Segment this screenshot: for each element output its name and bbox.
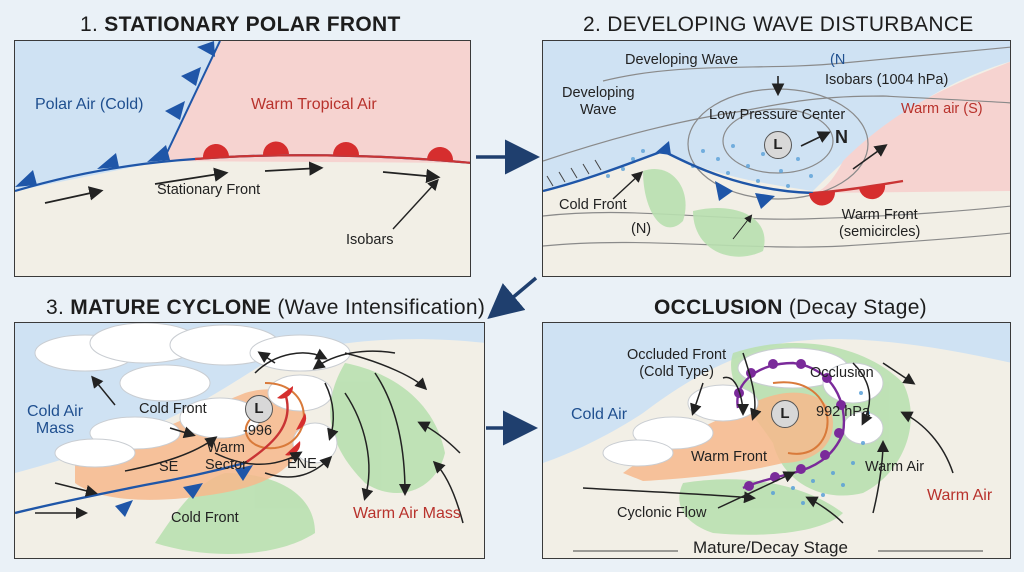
panel-2-number: 2.	[583, 13, 602, 36]
panel-3-title: 3. MATURE CYCLONE (Wave Intensification)	[46, 296, 485, 320]
developing-wave-left-label: Developing Wave	[562, 85, 635, 118]
cold-air-mass-label: Cold Air Mass	[27, 403, 84, 437]
stationary-front-label: Stationary Front	[157, 182, 261, 198]
panel-developing-wave: Developing Wave (N Isobars (1004 hPa) De…	[542, 40, 1011, 277]
north-top-label: (N	[830, 52, 846, 68]
ene-label: ENE	[287, 456, 317, 472]
north-arrow-label: N	[835, 127, 848, 147]
panel-2-title-rest: DEVELOPING WAVE DISTURBANCE	[607, 13, 974, 36]
panel-4-title: OCCLUSION (Decay Stage)	[654, 296, 927, 320]
polar-air-label: Polar Air (Cold)	[35, 96, 144, 113]
se-label: SE	[159, 459, 179, 475]
panel-3-number: 3.	[46, 296, 65, 319]
panel-stationary-front: Polar Air (Cold) Warm Tropical Air Stati…	[14, 40, 471, 277]
panel-2-title: 2. DEVELOPING WAVE DISTURBANCE	[583, 13, 974, 37]
pressure-996-label: -996	[243, 423, 273, 439]
warm-air-inner-label: Warm Air	[865, 459, 925, 475]
warm-tropical-air-label: Warm Tropical Air	[251, 96, 377, 113]
panel-3-illustration	[15, 323, 484, 554]
warm-sector-label: Warm Sector	[205, 440, 247, 473]
warm-front-label: Warm Front	[691, 449, 767, 465]
arrow-2-to-3	[487, 276, 538, 320]
cold-air-label: Cold Air	[571, 406, 628, 423]
panel-3-title-rest: (Wave Intensification)	[271, 296, 486, 319]
panel-1-title-bold: STATIONARY POLAR FRONT	[104, 13, 401, 36]
pressure-992-label: 992 hPa	[816, 404, 871, 420]
cold-front-bottom-label: Cold Front	[171, 510, 239, 526]
north-bottom-label: (N)	[631, 221, 652, 237]
warm-air-outer-label: Warm Air	[927, 487, 993, 504]
panel-mature-cyclone: Cold Air Mass Cold Front L -996 Warm Sec…	[14, 322, 485, 559]
panel-2-illustration	[543, 41, 1010, 257]
warm-air-mass-label: Warm Air Mass	[353, 505, 461, 522]
panel-occlusion: Occluded Front (Cold Type) Occlusion Col…	[542, 322, 1011, 559]
warm-front-label: Warm Front (semicircles)	[839, 207, 921, 240]
isobars-label: Isobars	[346, 232, 394, 248]
cold-front-label: Cold Front	[559, 197, 627, 213]
low-pressure-symbol: L	[764, 131, 792, 159]
warm-air-south-label: Warm air (S)	[901, 101, 983, 117]
isobars-1004-label: Isobars (1004 hPa)	[825, 72, 949, 88]
panel-1-illustration	[15, 41, 470, 230]
low-pressure-symbol: L	[245, 395, 273, 423]
panel-4-illustration	[543, 323, 1010, 552]
stage-label: Mature/Decay Stage	[693, 538, 848, 557]
panel-3-title-bold: MATURE CYCLONE	[70, 296, 272, 319]
occlusion-label: Occlusion	[810, 365, 874, 381]
occluded-front-label: Occluded Front (Cold Type)	[627, 347, 727, 380]
panel-1-number: 1.	[80, 13, 99, 36]
panel-4-title-bold: OCCLUSION	[654, 296, 783, 319]
low-pressure-center-label: Low Pressure Center	[709, 107, 846, 123]
low-pressure-symbol: L	[771, 400, 799, 428]
cold-front-top-label: Cold Front	[139, 401, 207, 417]
cyclonic-flow-label: Cyclonic Flow	[617, 505, 707, 521]
panel-1-title: 1. STATIONARY POLAR FRONT	[80, 13, 401, 37]
panel-4-title-rest: (Decay Stage)	[782, 296, 927, 319]
developing-wave-top-label: Developing Wave	[625, 52, 739, 68]
